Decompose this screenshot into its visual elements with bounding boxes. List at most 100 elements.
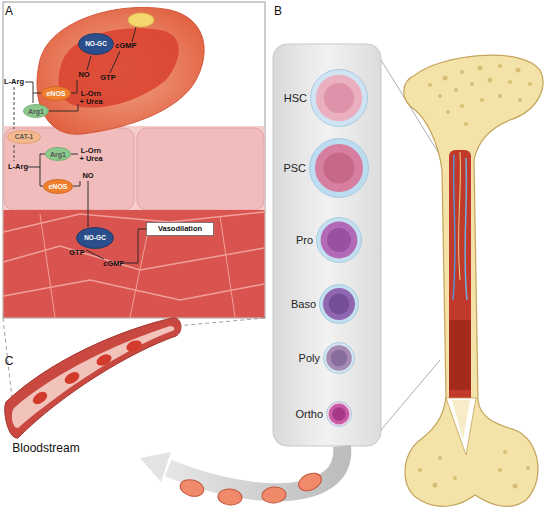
panel-letter: A — [5, 5, 13, 18]
molecule-label: L-Arg — [8, 163, 28, 171]
femur — [478, 66, 483, 71]
cell-circle: HSC — [310, 69, 368, 127]
femur — [516, 68, 521, 73]
cell-membrane — [311, 70, 368, 127]
cell-cytoplasm — [326, 345, 352, 371]
cell-circle-outline — [319, 284, 359, 324]
cell-circle-outline — [309, 138, 369, 198]
blood-vessel — [31, 389, 50, 406]
endothelium — [4, 128, 134, 210]
pathway-lines — [28, 154, 45, 186]
pathway-lines — [125, 229, 146, 263]
blood-vessel — [5, 318, 181, 438]
transport-dashes — [14, 87, 15, 129]
pathway-lines — [110, 51, 120, 73]
cell-circle: Baso — [319, 284, 359, 324]
node-label: Vasodilation — [158, 225, 202, 233]
molecule-label: NO — [82, 172, 93, 180]
red-blood-cell — [128, 13, 154, 27]
pathway-lines — [88, 181, 89, 227]
femur — [498, 94, 502, 98]
transport-dashes — [14, 145, 15, 161]
panel-a-frame — [3, 2, 265, 318]
femur — [528, 82, 532, 86]
femur — [513, 484, 518, 489]
node-label: NO-GC — [85, 41, 107, 48]
femur — [418, 64, 532, 489]
molecule-label: GTP — [100, 74, 115, 82]
red-blood-cell — [59, 28, 179, 107]
cell-membrane — [310, 139, 369, 198]
molecule-label: NO — [78, 71, 89, 79]
cell-membrane — [327, 402, 352, 427]
femur — [498, 64, 502, 68]
molecule-label: L-Orn + Urea — [79, 90, 104, 106]
molecule-label: L-Orn + Urea — [79, 147, 104, 163]
enzyme-ellipse — [42, 86, 71, 100]
panel-letter: B — [274, 5, 282, 18]
release-arrow — [140, 452, 171, 482]
endothelium — [137, 128, 264, 210]
blood-vessel — [5, 318, 181, 438]
femur — [464, 122, 468, 126]
circulating-rbc — [178, 470, 324, 506]
femur — [438, 94, 442, 98]
node-label: eNOS — [48, 183, 67, 190]
node-label: Arg1 — [50, 151, 66, 158]
endothelium — [4, 126, 265, 214]
femur — [454, 88, 458, 92]
cell-label: Pro — [296, 234, 313, 246]
red-blood-cell — [37, 7, 204, 134]
blood-vessel — [125, 338, 144, 353]
endothelium — [4, 126, 265, 214]
femur — [480, 98, 484, 102]
femur — [428, 83, 432, 87]
femur — [446, 110, 450, 114]
panel-a-frame — [3, 2, 265, 318]
pathway-lines — [71, 154, 78, 155]
red-blood-cell — [37, 7, 204, 134]
femur — [446, 398, 476, 455]
femur — [404, 55, 543, 506]
cell-circle: Pro — [316, 217, 362, 263]
femur — [526, 466, 530, 470]
transporter-ellipse: CAT-1 — [7, 130, 41, 144]
enzyme-ellipse: eNOS — [41, 86, 71, 101]
cell-membrane — [324, 343, 355, 374]
pathway-lines — [71, 80, 77, 93]
cell-nucleus — [323, 152, 354, 183]
region-label: Bloodstream — [12, 442, 79, 455]
blood-vessel — [95, 352, 114, 368]
circulating-rbc — [217, 488, 242, 506]
cell-label: HSC — [284, 92, 307, 104]
cell-membrane — [317, 218, 362, 263]
zoom-lines — [176, 318, 265, 326]
transport-dashes — [14, 87, 15, 161]
femur — [460, 70, 464, 74]
cell-label: PSC — [283, 162, 306, 174]
pathway-lines — [49, 104, 78, 111]
femur — [508, 80, 512, 84]
femur — [518, 98, 522, 102]
enzyme-ellipse: NO-GC — [78, 33, 114, 55]
cell-nucleus — [332, 407, 346, 421]
molecule-label: cGMP — [115, 42, 136, 50]
femur — [449, 150, 471, 405]
smooth-muscle — [4, 210, 265, 318]
cell-circle-outline — [326, 401, 352, 427]
blood-vessel — [63, 370, 82, 387]
femur — [452, 400, 470, 440]
femur — [498, 468, 502, 472]
femur — [453, 476, 457, 480]
molecule-label: GTP — [69, 249, 84, 257]
femur — [438, 456, 442, 460]
enzyme-ellipse — [46, 148, 71, 161]
cell-panel — [273, 44, 381, 446]
molecule-label: cGMP — [103, 260, 124, 268]
femur — [453, 155, 455, 300]
femur — [449, 320, 471, 390]
smooth-muscle — [4, 210, 265, 318]
panel-letter: C — [5, 355, 14, 368]
